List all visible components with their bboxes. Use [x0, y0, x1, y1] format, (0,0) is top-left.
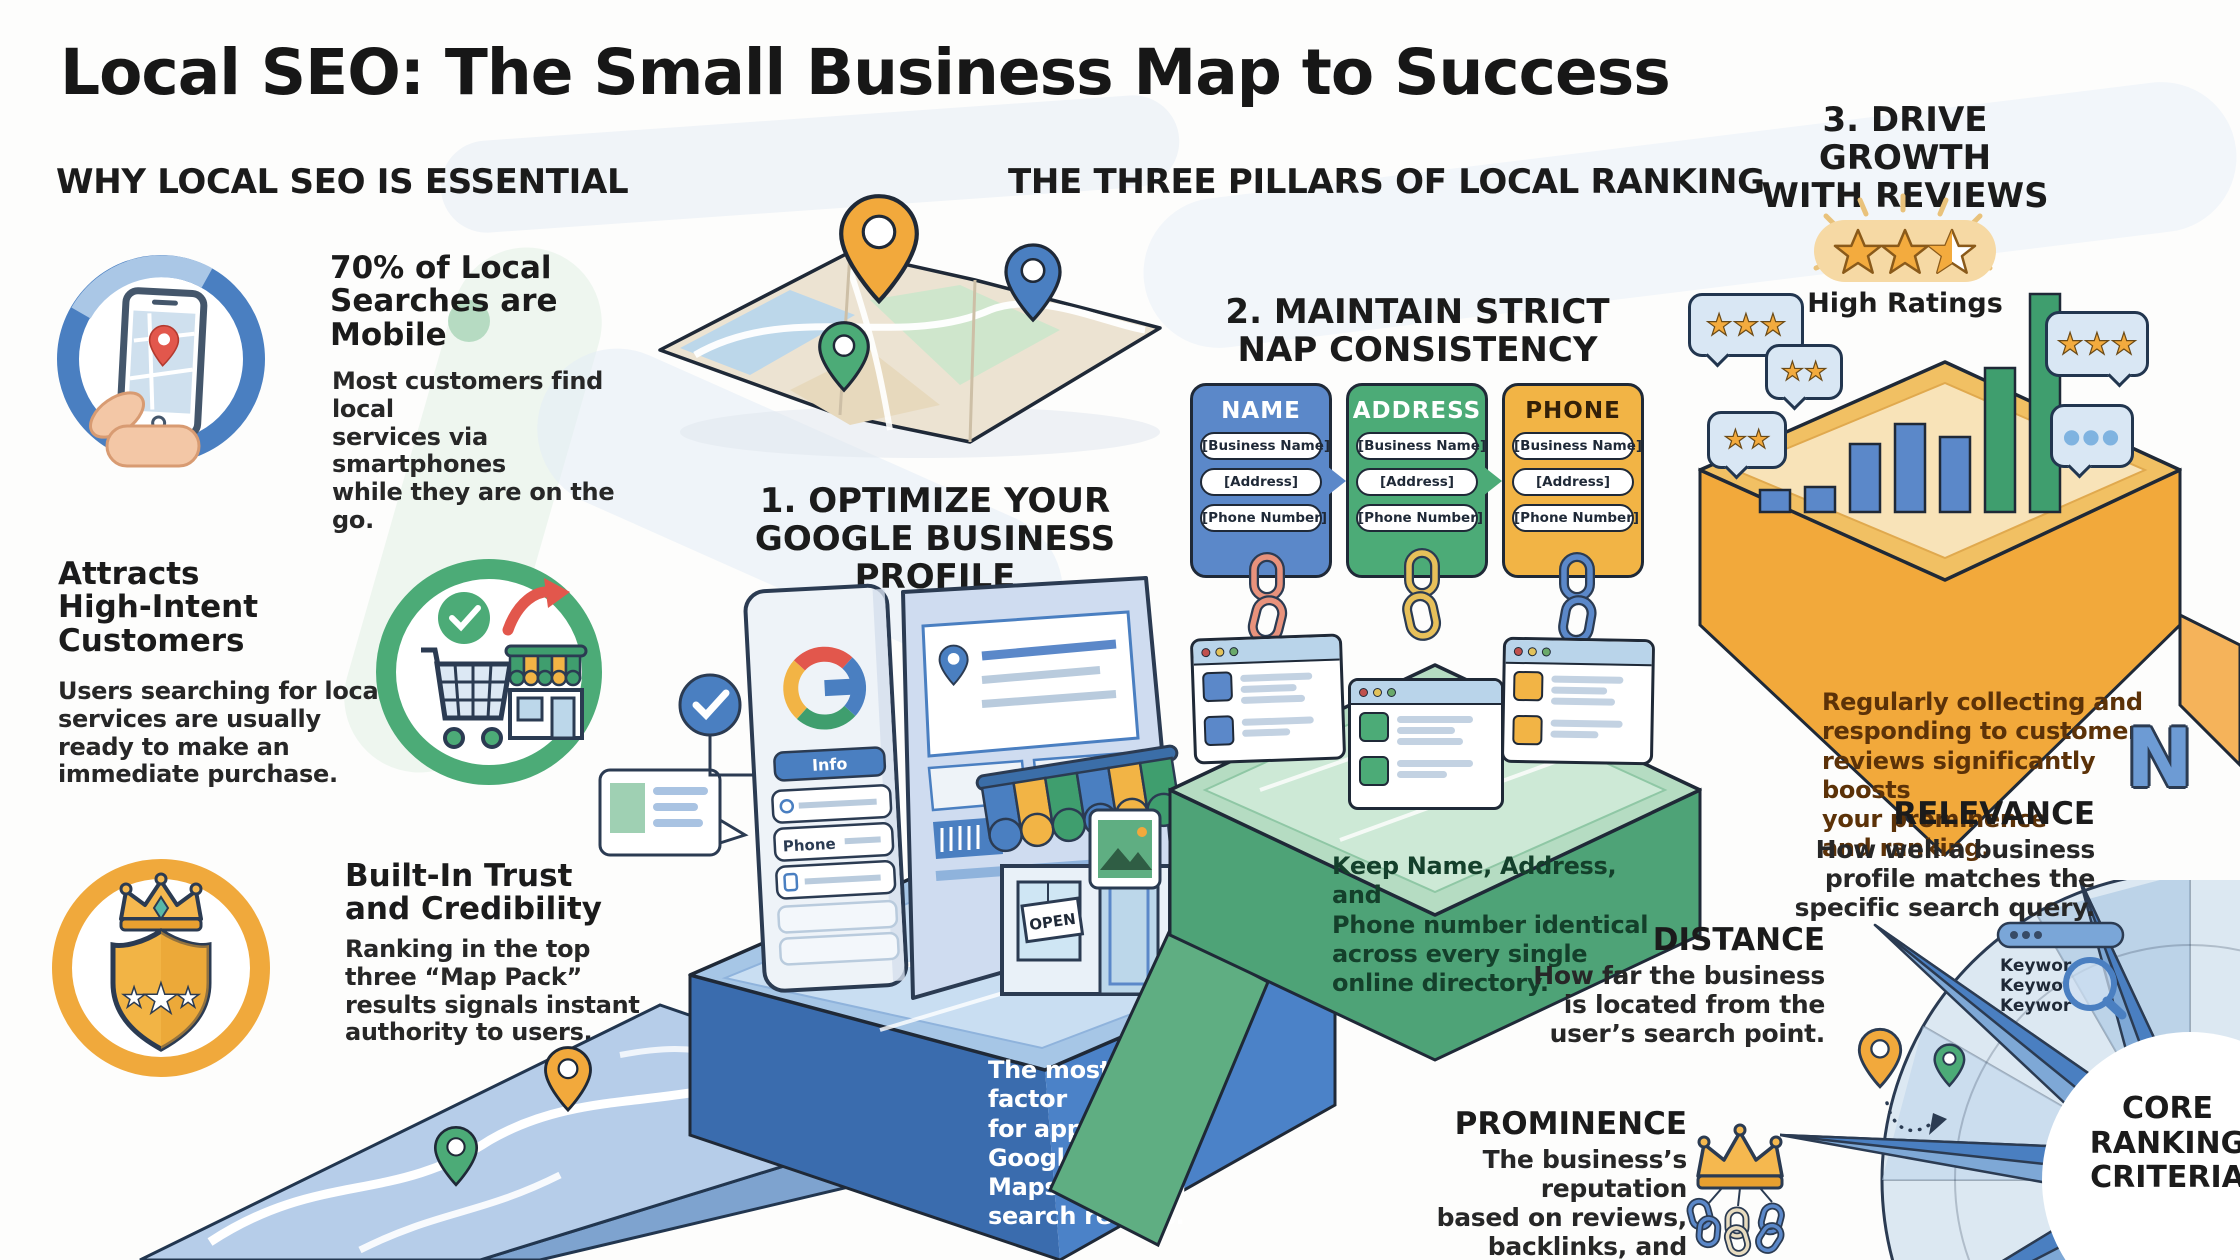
why-item-1-heading: 70% of Local Searches are Mobile	[330, 250, 558, 353]
chain-link-icon	[1402, 548, 1442, 641]
road-pin-green	[433, 1125, 479, 1187]
relevance-block: RELEVANCE How well a business profile ma…	[1790, 796, 2096, 922]
nap-field: [Business Name]	[1512, 432, 1642, 460]
core-ranking-criteria-label: CORE RANKING CRITERIA	[2089, 1091, 2240, 1195]
folded-map-illustration	[658, 194, 1162, 458]
why-item-3-heading: Built-In Trust and Credibility	[345, 858, 602, 928]
profile-phone-label: Phone	[782, 835, 836, 856]
nap-card-address: ADDRESS [Business Name] [Address] [Phone…	[1346, 383, 1502, 578]
why-item-2-heading: Attracts High-Intent Customers	[58, 556, 259, 659]
page-title: Local SEO: The Small Business Map to Suc…	[60, 36, 1671, 109]
keyword-line: Keywo	[2000, 976, 2063, 996]
trust-shield-icon: ★ ★ ★	[52, 859, 270, 1077]
section-pillars-heading: THE THREE PILLARS OF LOCAL RANKING	[1008, 162, 1765, 202]
section-why-heading: WHY LOCAL SEO IS ESSENTIAL	[56, 162, 629, 202]
nap-card-phone: PHONE [Business Name] [Address] [Phone N…	[1502, 383, 1644, 578]
directory-listing-window	[1348, 678, 1504, 810]
mobile-search-icon	[57, 255, 265, 468]
keyword-search-icon: Keywor Keywo Keywor	[1996, 921, 2127, 1020]
open-sign: OPEN	[1020, 896, 1085, 944]
review-bubble-icon: ★★	[1765, 344, 1843, 400]
browser-chrome	[1505, 639, 1653, 667]
svg-text:★: ★	[142, 974, 180, 1023]
profile-pin-icon	[938, 644, 969, 686]
review-bubble-icon: ★★★	[2045, 311, 2149, 377]
typing-bubble-icon: ●●●	[2050, 404, 2134, 468]
nap-field: [Phone Number]	[1200, 504, 1327, 532]
pillar-3-body: Regularly collecting and responding to c…	[1822, 688, 2143, 863]
distance-block: DISTANCE How far the business is located…	[1505, 922, 1825, 1048]
directory-listing-window	[1189, 633, 1347, 765]
prominence-heading: PROMINENCE	[1454, 1106, 1687, 1142]
nap-field: [Business Name]	[1356, 432, 1486, 460]
nap-field: [Address]	[1512, 468, 1634, 496]
nap-field: [Phone Number]	[1512, 504, 1639, 532]
verified-badge-blue-icon	[678, 673, 762, 777]
nap-card-arrow	[1327, 466, 1346, 496]
nap-card-address-title: ADDRESS	[1352, 398, 1482, 424]
relevance-heading: RELEVANCE	[1893, 796, 2095, 832]
crown-backlinks-icon	[1686, 1123, 1785, 1257]
map-pin-orange	[839, 194, 919, 305]
map-pin-blue	[1004, 243, 1062, 323]
star-rating-badge-icon	[1813, 193, 1996, 282]
nap-field: [Address]	[1200, 468, 1322, 496]
why-item-1-body: Most customers find local services via s…	[332, 367, 615, 535]
review-growth-bars	[1758, 292, 2062, 514]
keyword-line: Keywor	[2000, 996, 2072, 1016]
keyword-line: Keywor	[2000, 956, 2072, 976]
svg-text:★: ★	[121, 981, 146, 1014]
distance-heading: DISTANCE	[1652, 922, 1825, 958]
pillar-2-heading: 2. MAINTAIN STRICT NAP CONSISTENCY	[1225, 292, 1610, 371]
profile-info-label: Info	[812, 754, 848, 775]
map-pin-green	[818, 321, 870, 393]
nap-card-phone-title: PHONE	[1525, 398, 1621, 424]
listing-bubble-icon	[598, 768, 749, 857]
nap-card-name: NAME [Business Name] [Address] [Phone Nu…	[1190, 383, 1346, 578]
relevance-body: How well a business profile matches the …	[1794, 835, 2096, 922]
prominence-block: PROMINENCE The business’s reputation bas…	[1372, 1106, 1688, 1260]
nap-field: [Business Name]	[1200, 432, 1330, 460]
google-business-profile-illustration: Info Phone	[678, 576, 1181, 1000]
pillar-2-body: Keep Name, Address, and Phone number ide…	[1332, 852, 1649, 998]
photo-icon	[1088, 808, 1162, 890]
why-item-3-body: Ranking in the top three “Map Pack” resu…	[345, 935, 640, 1047]
nap-field: [Address]	[1356, 468, 1478, 496]
svg-text:★: ★	[175, 981, 200, 1014]
directory-listing-window	[1500, 636, 1656, 766]
google-g-logo-icon	[783, 646, 867, 730]
nap-card-arrow	[1483, 466, 1502, 496]
bg-node	[448, 300, 490, 342]
nap-field: [Phone Number]	[1356, 504, 1483, 532]
review-bubble-icon: ★★	[1707, 411, 1787, 469]
prominence-body: The business’s reputation based on revie…	[1436, 1145, 1688, 1260]
distance-pins-icon	[1857, 1027, 1966, 1135]
compass-north-letter: N	[2126, 712, 2193, 805]
why-item-2-body: Users searching for local services are u…	[58, 677, 387, 789]
shopping-intent-icon	[376, 559, 602, 785]
nap-card-name-title: NAME	[1221, 398, 1301, 424]
browser-chrome	[1351, 681, 1501, 705]
high-ratings-label: High Ratings	[1807, 288, 2003, 319]
road-pin-orange	[544, 1046, 592, 1113]
distance-body: How far the business is located from the…	[1533, 961, 1825, 1048]
